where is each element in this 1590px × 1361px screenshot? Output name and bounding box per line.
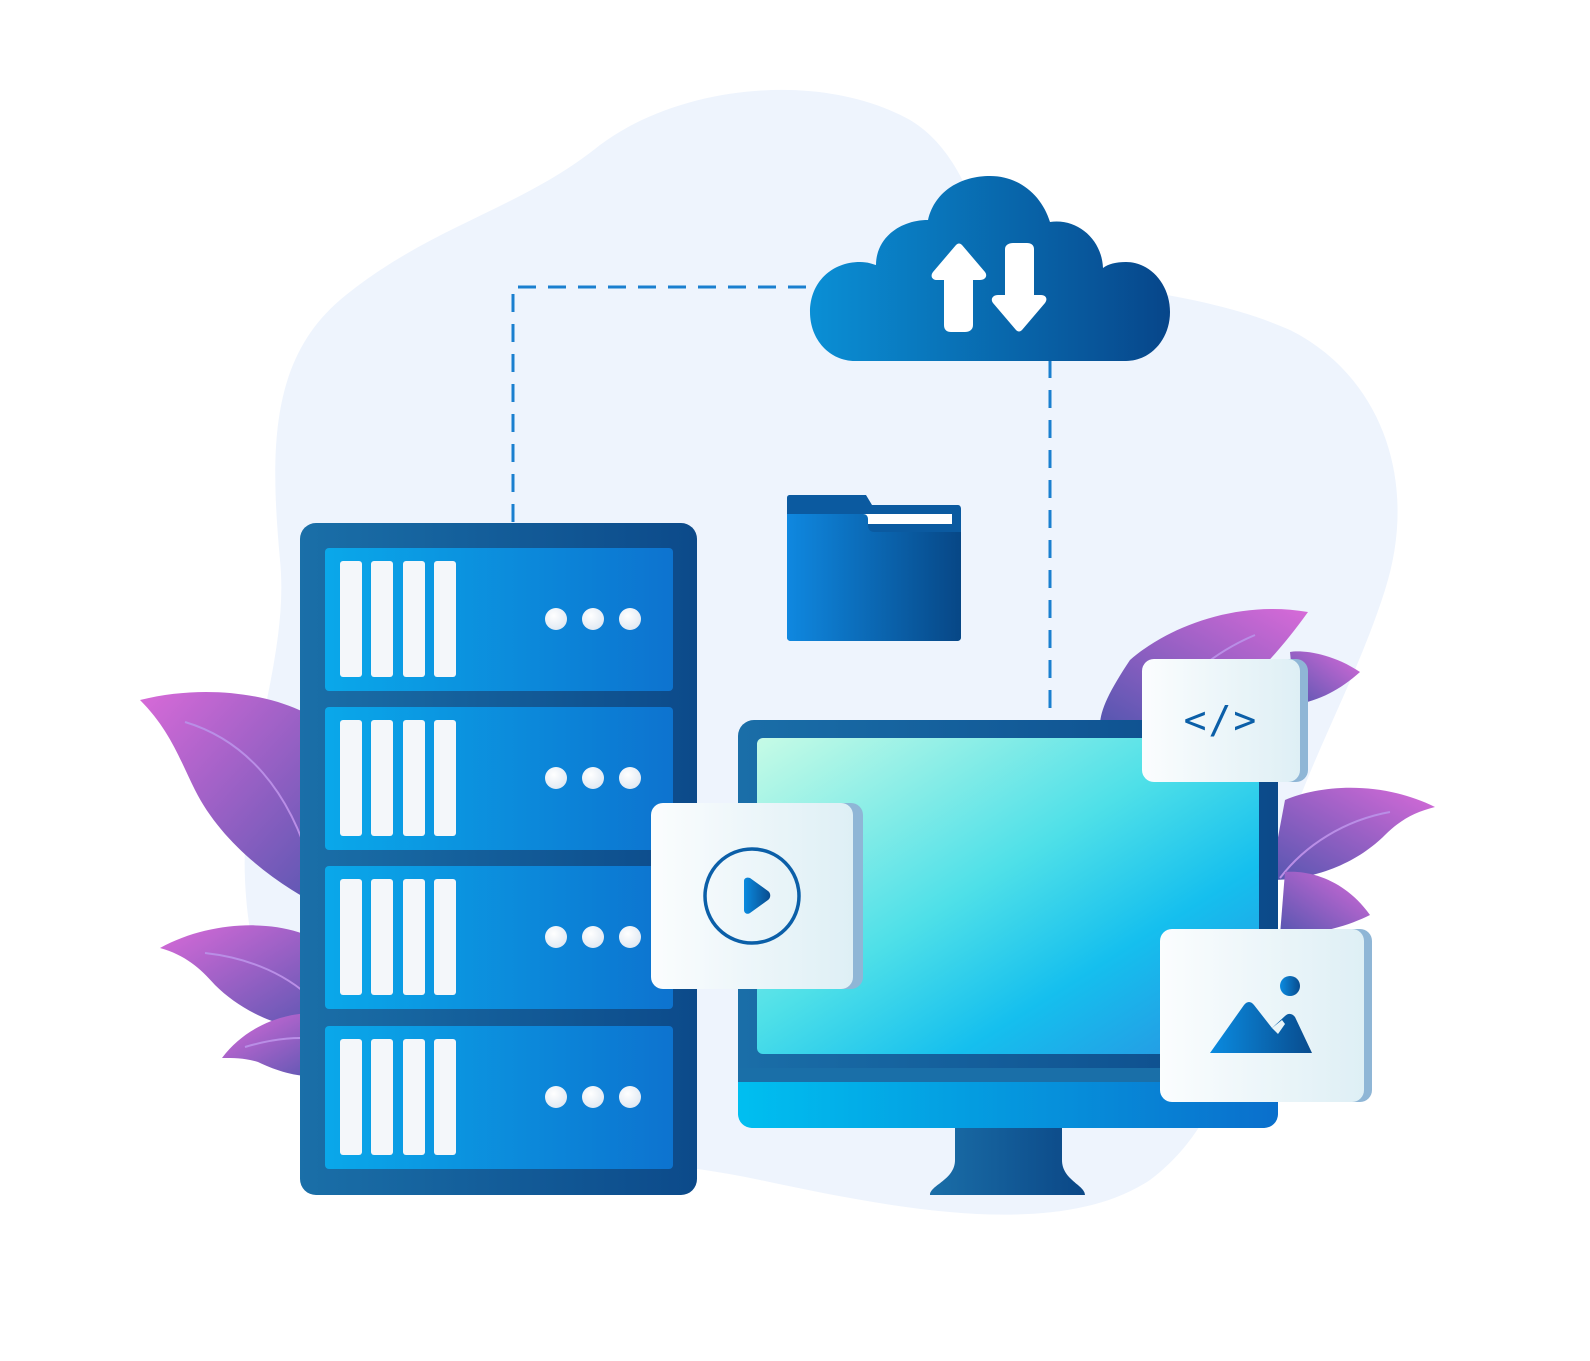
status-light (545, 926, 567, 948)
monitor-stand-neck (930, 1126, 1085, 1195)
cloud-sync-icon (810, 176, 1170, 361)
drive-bay (371, 879, 393, 995)
drive-bay (403, 1039, 425, 1155)
drive-bay (340, 1039, 362, 1155)
status-light (619, 1086, 641, 1108)
folder-icon (787, 495, 961, 641)
status-light (582, 926, 604, 948)
drive-bay (434, 1039, 456, 1155)
status-light (619, 926, 641, 948)
status-light (582, 767, 604, 789)
monitor (738, 720, 1278, 1195)
drive-bay (434, 720, 456, 836)
image-mountains (1210, 1002, 1312, 1053)
drive-bay (403, 561, 425, 677)
status-light (582, 1086, 604, 1108)
play-icon (744, 877, 771, 914)
play-ring (703, 847, 801, 945)
drive-bay (434, 561, 456, 677)
video-card (651, 803, 863, 989)
drive-bay (403, 879, 425, 995)
status-light (582, 608, 604, 630)
arrow-up-icon (931, 243, 987, 332)
image-mountain-gap (1272, 1020, 1285, 1034)
drive-bay (340, 561, 362, 677)
drive-bay (403, 720, 425, 836)
server-unit (325, 866, 673, 1009)
image-sun (1280, 976, 1300, 996)
arrow-down-icon (991, 243, 1047, 332)
drive-bay (371, 1039, 393, 1155)
drive-bay (371, 561, 393, 677)
server-unit (325, 707, 673, 850)
cloud-shape (810, 176, 1170, 361)
drive-bay (340, 879, 362, 995)
server-rack (300, 523, 697, 1195)
connector-server-cloud (511, 285, 850, 522)
status-light (545, 608, 567, 630)
code-card: </> (1142, 659, 1308, 782)
status-light (619, 608, 641, 630)
folder-paper (795, 514, 952, 524)
card-body (1142, 659, 1300, 782)
monitor-screen (757, 738, 1259, 1054)
leaf (160, 925, 332, 1030)
code-icon: </> (1184, 698, 1259, 742)
leaf-vein (1279, 811, 1391, 879)
drive-bay (371, 720, 393, 836)
image-card (1160, 929, 1372, 1102)
status-light (545, 1086, 567, 1108)
connection-lines (511, 285, 1052, 722)
server-unit (325, 548, 673, 691)
leaf (1280, 871, 1370, 935)
monitor-chin-top (738, 1068, 1278, 1082)
image-icon (1210, 976, 1312, 1053)
drive-bay (434, 879, 456, 995)
leaf (140, 691, 335, 905)
status-light (619, 767, 641, 789)
drive-bay (340, 720, 362, 836)
server-unit (325, 1026, 673, 1169)
folder-front (787, 514, 961, 641)
leaf (1270, 787, 1435, 880)
monitor-chin (738, 1068, 1278, 1128)
status-light (545, 767, 567, 789)
